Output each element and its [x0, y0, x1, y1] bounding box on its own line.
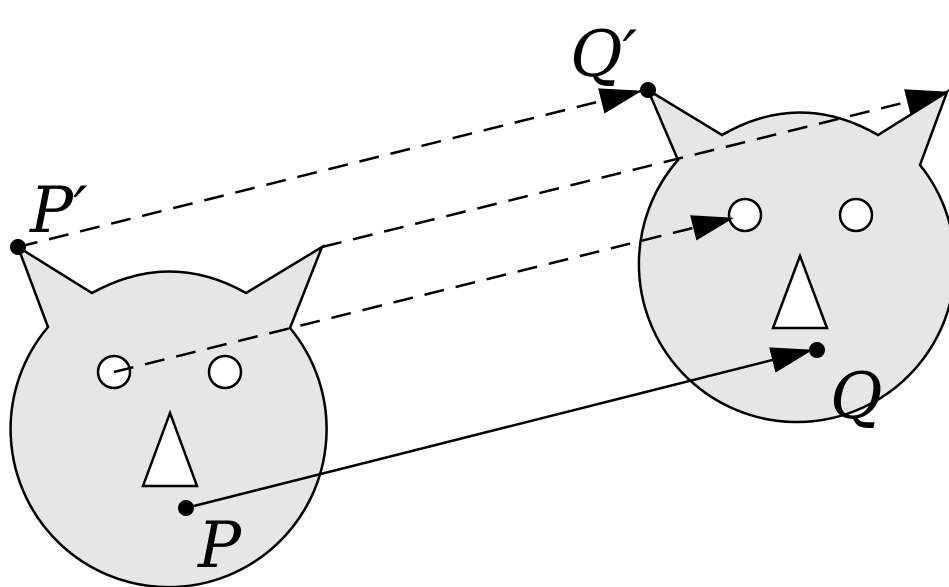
point-q [809, 342, 825, 358]
translated-cat-face [639, 90, 949, 422]
label-p-prime: P′ [29, 174, 88, 248]
point-p-prime [10, 239, 26, 255]
translated-left-eye [729, 199, 761, 231]
translated-right-eye [840, 199, 872, 231]
translated-face-outline [639, 90, 949, 422]
label-q-prime: Q′ [570, 18, 637, 92]
point-q-prime [640, 82, 656, 98]
original-cat-face [11, 247, 327, 587]
point-p [178, 500, 194, 516]
label-p: P [197, 509, 242, 583]
original-right-eye [209, 356, 241, 388]
vector-p-prime-to-q-prime [18, 91, 641, 247]
label-q: Q [830, 360, 882, 434]
